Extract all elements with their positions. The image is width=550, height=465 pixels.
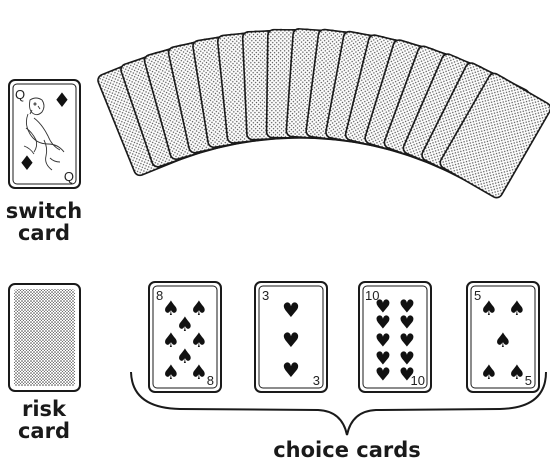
risk-card-label-line2: card — [18, 419, 70, 443]
choice-card-10-hearts: 10 10 ♥♥♥♥♥♥♥♥♥♥ — [359, 282, 431, 392]
choice-card-8-spades: 8 8 ♠♠♠♠♠♠♠♠ — [149, 282, 221, 392]
card-pips: ♥ ♥ ♥ — [282, 298, 300, 382]
heart-suit-icon: ♥ — [282, 328, 300, 352]
risk-card-label-line1: risk — [22, 397, 67, 421]
card-rank-bottom: 3 — [313, 373, 320, 388]
card-rank-top: 3 — [262, 288, 269, 303]
heart-suit-icon: ♥ — [399, 364, 415, 385]
spade-suit-icon: ♠ — [162, 360, 180, 384]
spade-suit-icon: ♠ — [190, 360, 208, 384]
switch-card-rank-bottom: Q — [64, 169, 74, 184]
switch-card-label-line1: switch — [6, 199, 83, 223]
switch-card: Q Q ♦ ♦ — [9, 80, 80, 188]
spade-suit-icon: ♠ — [480, 360, 498, 384]
choice-card-5-spades: 5 5 ♠♠♠♠♠ — [467, 282, 539, 392]
spade-suit-icon: ♠ — [508, 296, 526, 320]
choice-card-3-hearts: 3 3 ♥ ♥ ♥ — [255, 282, 327, 392]
risk-card — [9, 284, 80, 391]
switch-card-rank-top: Q — [15, 87, 25, 102]
choice-cards-label: choice cards — [273, 438, 421, 462]
spade-suit-icon: ♠ — [508, 360, 526, 384]
switch-card-label-line2: card — [18, 221, 70, 245]
heart-suit-icon: ♥ — [282, 358, 300, 382]
card-back-pattern — [14, 289, 75, 386]
heart-suit-icon: ♥ — [282, 298, 300, 322]
diamond-suit-icon: ♦ — [53, 88, 71, 112]
diamond-suit-icon: ♦ — [18, 151, 36, 175]
fanned-deck — [96, 28, 550, 199]
spade-suit-icon: ♠ — [480, 296, 498, 320]
heart-suit-icon: ♥ — [375, 364, 391, 385]
spade-suit-icon: ♠ — [494, 328, 512, 352]
